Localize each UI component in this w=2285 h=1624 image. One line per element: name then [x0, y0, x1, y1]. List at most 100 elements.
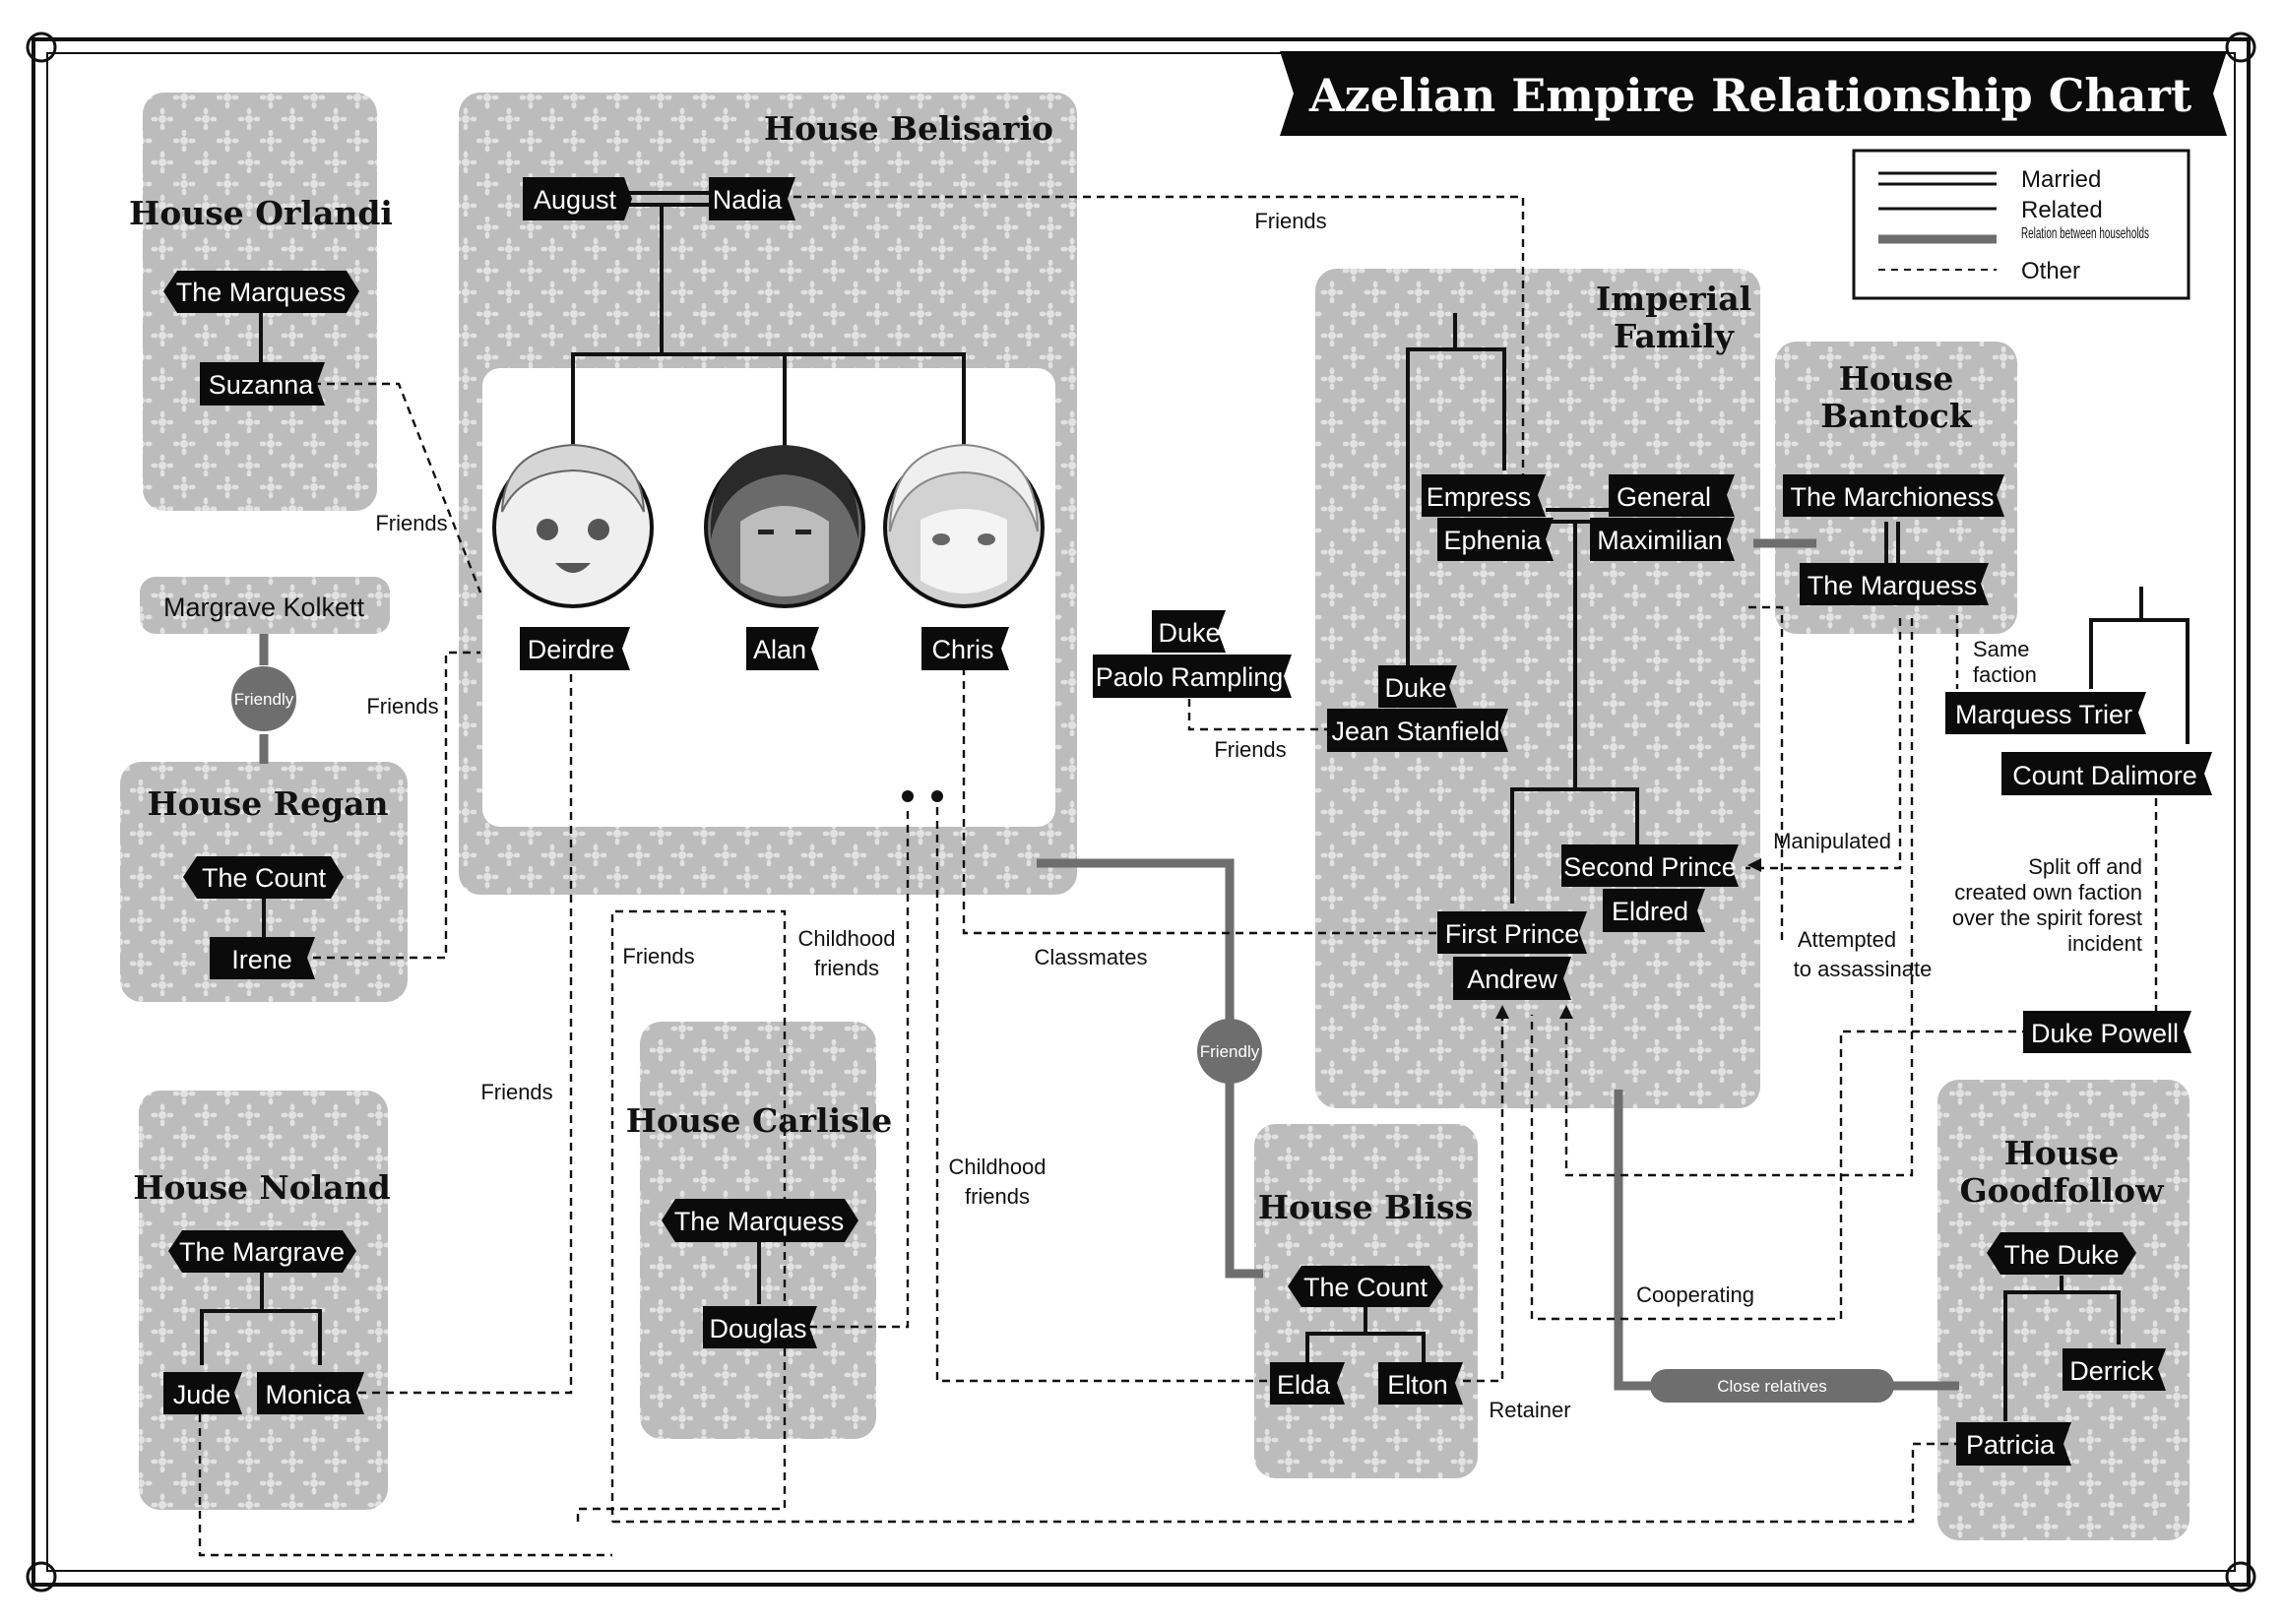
svg-text:Eldred: Eldred	[1612, 897, 1688, 926]
house-bliss-title: House Bliss	[1258, 1188, 1473, 1226]
tag-august: August	[523, 177, 632, 220]
tag-stanfield: Duke Jean Stanfield	[1327, 665, 1508, 752]
svg-text:Duke: Duke	[1384, 673, 1446, 703]
house-goodfollow-title-2: Goodfollow	[1960, 1171, 2166, 1210]
friendly-badge-bliss	[1197, 1019, 1262, 1084]
svg-text:August: August	[534, 185, 617, 215]
tag-goodfollow-duke: The Duke	[1987, 1232, 2136, 1275]
tag-nadia: Nadia	[709, 177, 795, 220]
svg-text:Jean Stanfield: Jean Stanfield	[1331, 717, 1499, 746]
legend: Married Related Relation between househo…	[1852, 149, 2190, 300]
tag-dalimore: Count Dalimore	[2001, 752, 2212, 795]
house-titles: House Belisario House Orlandi House Rega…	[129, 109, 2165, 1226]
note-split-d: incident	[2067, 931, 2142, 956]
tag-patricia: Patricia	[1956, 1422, 2071, 1466]
note-assassinate-b: to assassinate	[1794, 957, 1933, 981]
svg-text:Marquess Trier: Marquess Trier	[1955, 700, 2132, 729]
svg-text:Maximilian: Maximilian	[1597, 526, 1723, 555]
svg-text:Monica: Monica	[265, 1380, 351, 1409]
other-relations	[198, 195, 2158, 1557]
note-split-b: created own faction	[1954, 880, 2142, 905]
svg-text:Deirdre: Deirdre	[528, 635, 615, 664]
legend-married: Married	[2021, 166, 2101, 193]
svg-text:Ephenia: Ephenia	[1443, 526, 1542, 555]
svg-text:Jude: Jude	[173, 1380, 231, 1409]
note-same-faction-b: faction	[1973, 662, 2037, 687]
label-kolkett: Margrave Kolkett	[163, 593, 365, 622]
legend-households: Relation between households	[2021, 225, 2149, 242]
svg-text:Suzanna: Suzanna	[209, 370, 315, 400]
svg-text:First Prince: First Prince	[1445, 919, 1580, 949]
svg-text:Duke: Duke	[1158, 618, 1220, 648]
tag-elton: Elton	[1378, 1362, 1463, 1405]
note-childhood-1a: Childhood	[797, 926, 895, 951]
portrait-alan	[704, 445, 865, 608]
tag-suzanna: Suzanna	[200, 362, 325, 406]
svg-text:Andrew: Andrew	[1467, 965, 1557, 994]
tag-noland-margrave: The Margrave	[168, 1230, 356, 1273]
note-friends-monica: Friends	[480, 1080, 552, 1104]
svg-text:The Count: The Count	[202, 863, 327, 893]
portrait-chris	[883, 443, 1045, 608]
house-orlandi-title: House Orlandi	[129, 194, 393, 232]
tag-powell: Duke Powell	[2023, 1011, 2191, 1053]
svg-text:The Margrave: The Margrave	[179, 1237, 345, 1267]
note-retainer: Retainer	[1489, 1398, 1570, 1422]
note-friends-deirdre: Friends	[622, 944, 694, 968]
note-manipulated: Manipulated	[1773, 829, 1891, 853]
friendly-badge-kolkett	[231, 666, 296, 731]
note-childhood-2b: friends	[965, 1184, 1030, 1209]
svg-text:Elton: Elton	[1387, 1370, 1448, 1400]
family-lines	[200, 191, 2190, 1421]
tag-douglas: Douglas	[703, 1306, 817, 1348]
svg-text:Patricia: Patricia	[1966, 1430, 2056, 1460]
friendly-label-bliss: Friendly	[1200, 1042, 1260, 1061]
note-friends-top: Friends	[1254, 209, 1326, 233]
note-childhood-1b: friends	[814, 956, 879, 980]
tag-derrick: Derrick	[2063, 1348, 2166, 1391]
house-noland-title: House Noland	[133, 1168, 390, 1207]
svg-text:Second Prince: Second Prince	[1563, 852, 1737, 882]
note-friends-paolo: Friends	[1214, 737, 1286, 762]
house-goodfollow-title-1: House	[2004, 1134, 2120, 1172]
tag-chris: Chris	[921, 627, 1009, 670]
note-childhood-2a: Childhood	[948, 1155, 1046, 1179]
note-classmates: Classmates	[1035, 945, 1148, 969]
tag-irene: Irene	[210, 937, 315, 979]
svg-text:Count Dalimore: Count Dalimore	[2012, 761, 2197, 790]
tag-carlisle-marquess: The Marquess	[662, 1199, 858, 1242]
house-carlisle-title: House Carlisle	[626, 1101, 892, 1140]
svg-text:The Duke: The Duke	[2003, 1240, 2119, 1270]
svg-text:The Marquess: The Marquess	[176, 278, 347, 307]
tag-bantock-marquess: The Marquess	[1800, 563, 1989, 605]
tag-deirdre: Deirdre	[520, 627, 630, 670]
svg-text:The Marquess: The Marquess	[1808, 571, 1978, 600]
close-relatives-label: Close relatives	[1717, 1377, 1827, 1396]
svg-text:The Marchioness: The Marchioness	[1790, 482, 1994, 512]
note-friends-suzanna: Friends	[375, 511, 447, 535]
svg-text:The Count: The Count	[1303, 1273, 1428, 1302]
corner-swirl-tr	[2225, 31, 2256, 63]
chart-title: Azelian Empire Relationship Chart	[1308, 69, 2192, 122]
title-banner: Azelian Empire Relationship Chart	[1280, 51, 2227, 136]
tag-elda: Elda	[1270, 1362, 1345, 1405]
dot-markers	[902, 790, 943, 802]
svg-text:The Marquess: The Marquess	[674, 1207, 845, 1236]
page-frame	[26, 31, 2256, 1593]
tag-trier: Marquess Trier	[1945, 692, 2146, 734]
house-regan-title: House Regan	[147, 784, 388, 823]
tag-andrew: First Prince Andrew	[1437, 911, 1587, 1000]
svg-text:Chris: Chris	[931, 635, 993, 664]
corner-swirl-br	[2225, 1561, 2256, 1593]
svg-text:Empress: Empress	[1427, 482, 1532, 512]
panel-kolkett	[140, 577, 390, 634]
svg-text:Irene: Irene	[231, 945, 292, 974]
svg-text:Derrick: Derrick	[2069, 1356, 2154, 1386]
note-split-a: Split off and	[2028, 854, 2142, 879]
arrowheads	[1495, 858, 1761, 1019]
tag-ephenia: Empress Ephenia	[1422, 474, 1554, 561]
relation-notes: Friends Friends Friends Friends Friends …	[366, 209, 2142, 1422]
svg-text:Douglas: Douglas	[709, 1314, 806, 1343]
tag-paolo: Duke Paolo Rampling	[1093, 610, 1292, 698]
